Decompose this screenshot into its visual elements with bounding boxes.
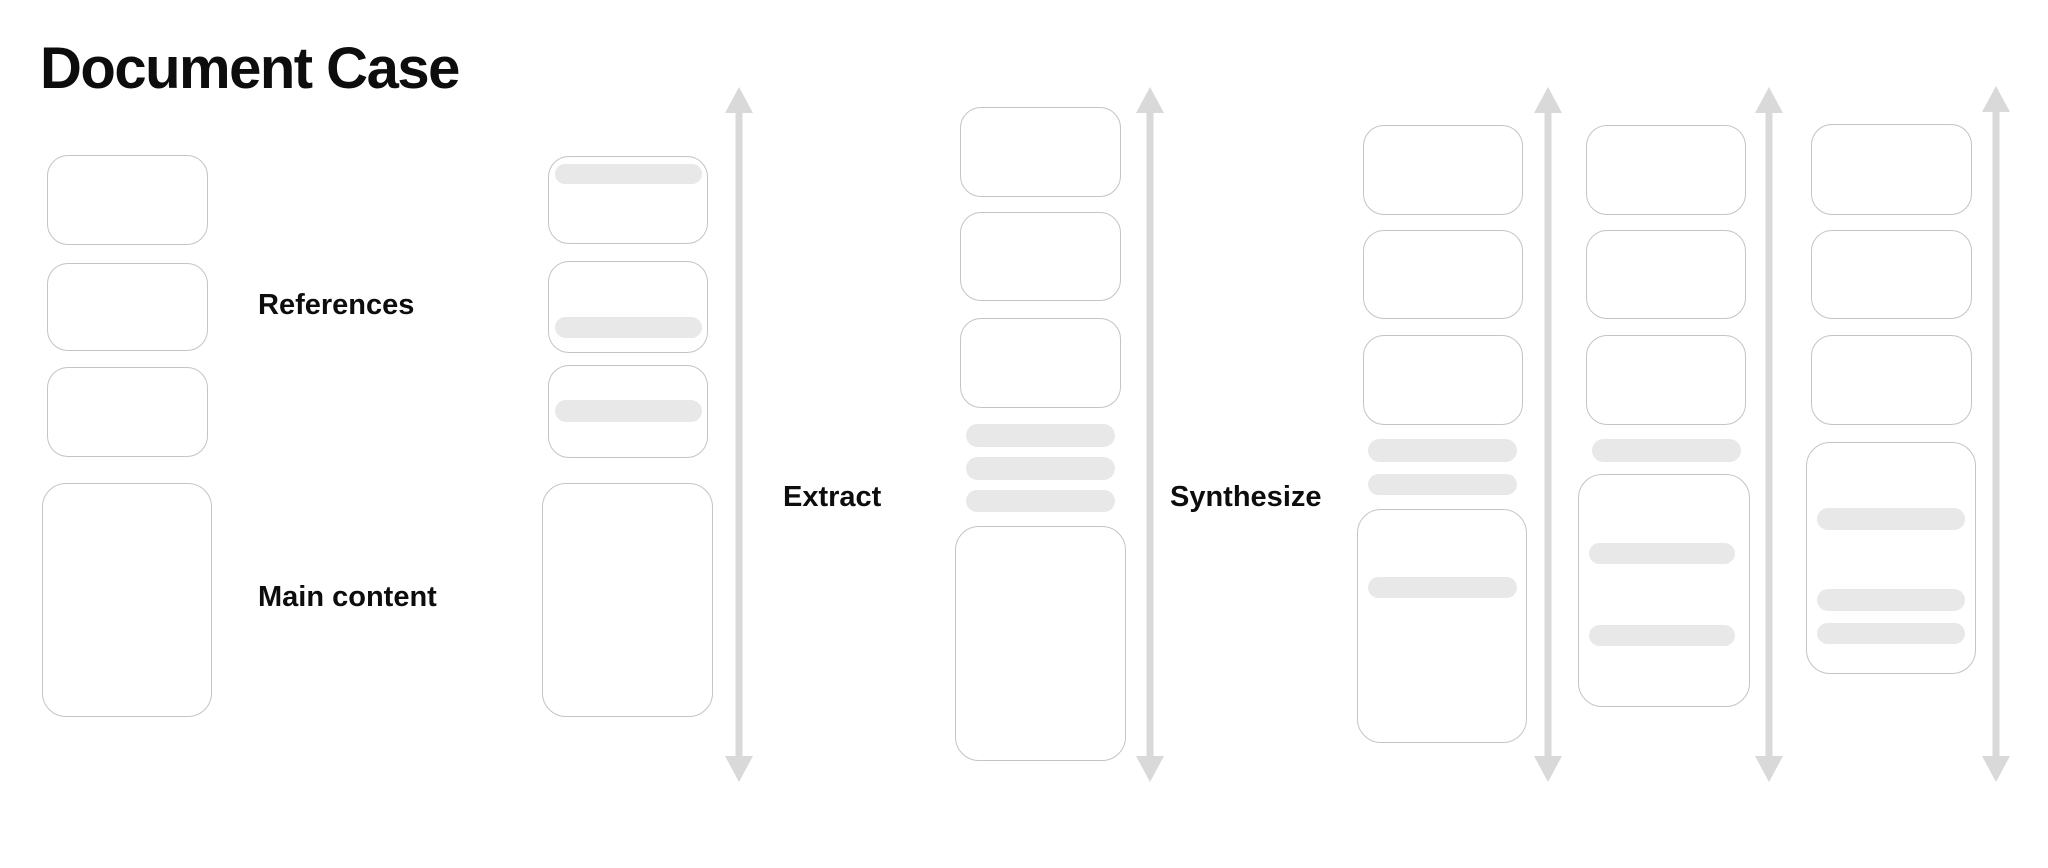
label-extract: Extract — [783, 481, 882, 513]
skeleton-line — [966, 457, 1115, 480]
card — [955, 526, 1126, 761]
card — [1811, 335, 1972, 425]
card — [1811, 124, 1972, 215]
skeleton-line — [1589, 625, 1735, 646]
card — [42, 483, 212, 717]
arrow-up-head-icon — [1136, 87, 1164, 113]
card — [548, 261, 708, 353]
card — [1811, 230, 1972, 319]
skeleton-line — [1817, 589, 1965, 611]
card — [960, 212, 1121, 301]
arrow-down-head-icon — [725, 756, 753, 782]
card — [1363, 125, 1523, 215]
arrow-shaft — [1146, 109, 1154, 760]
arrow-down-head-icon — [1534, 756, 1562, 782]
card — [1357, 509, 1527, 743]
card — [960, 318, 1121, 408]
card — [47, 155, 208, 245]
card — [1586, 335, 1746, 425]
arrow-down-head-icon — [1755, 756, 1783, 782]
skeleton-line — [1368, 474, 1517, 495]
bidirectional-arrow — [1136, 87, 1164, 782]
skeleton-line — [555, 317, 702, 338]
arrow-up-head-icon — [1755, 87, 1783, 113]
card — [47, 263, 208, 351]
arrow-shaft — [735, 109, 743, 760]
skeleton-line — [966, 424, 1115, 447]
skeleton-line — [1817, 508, 1965, 530]
bidirectional-arrow — [725, 87, 753, 782]
card — [960, 107, 1121, 197]
skeleton-line — [1592, 439, 1741, 462]
skeleton-line — [555, 164, 702, 184]
card — [1586, 125, 1746, 215]
bidirectional-arrow — [1982, 86, 2010, 782]
label-references: References — [258, 289, 415, 321]
arrow-shaft — [1765, 109, 1773, 760]
arrow-up-head-icon — [1534, 87, 1562, 113]
skeleton-line — [1368, 439, 1517, 462]
bidirectional-arrow — [1534, 87, 1562, 782]
arrow-up-head-icon — [1982, 86, 2010, 112]
arrow-shaft — [1544, 109, 1552, 760]
label-synthesize: Synthesize — [1170, 481, 1322, 513]
card — [47, 367, 208, 457]
card — [1363, 230, 1523, 319]
arrow-down-head-icon — [1982, 756, 2010, 782]
card — [1363, 335, 1523, 425]
skeleton-line — [1817, 623, 1965, 644]
arrow-down-head-icon — [1136, 756, 1164, 782]
skeleton-line — [966, 490, 1115, 512]
arrow-shaft — [1992, 108, 2000, 760]
card — [1586, 230, 1746, 319]
card — [1578, 474, 1750, 707]
skeleton-line — [555, 400, 702, 422]
skeleton-line — [1368, 577, 1517, 598]
label-main-content: Main content — [258, 581, 437, 613]
bidirectional-arrow — [1755, 87, 1783, 782]
arrow-up-head-icon — [725, 87, 753, 113]
skeleton-line — [1589, 543, 1735, 564]
card — [542, 483, 713, 717]
page-title: Document Case — [40, 36, 460, 101]
